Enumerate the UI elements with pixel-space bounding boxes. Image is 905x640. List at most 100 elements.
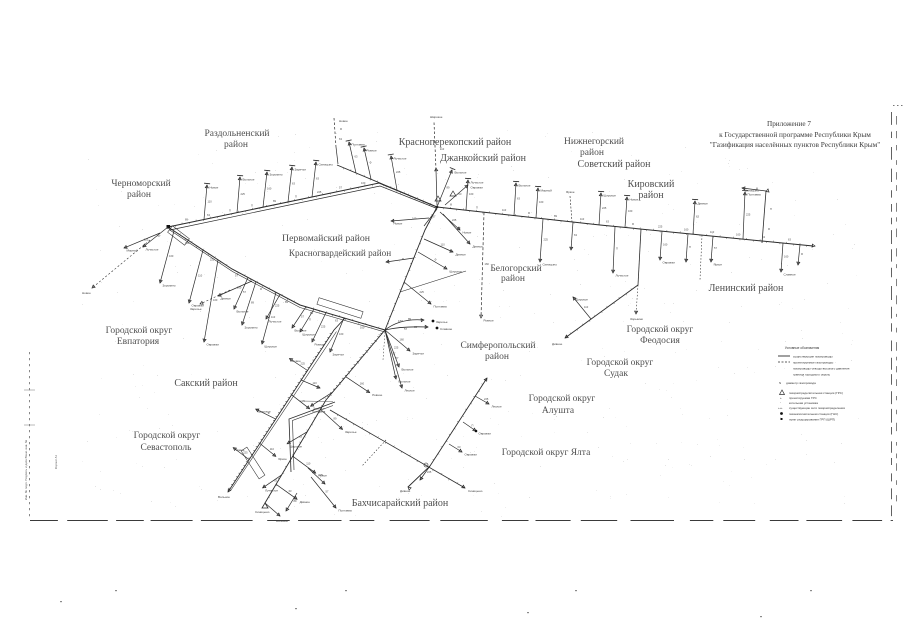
svg-text:110: 110 <box>502 208 507 212</box>
svg-text:Лесное: Лесное <box>492 405 502 409</box>
svg-text:Широкое: Широкое <box>450 270 463 274</box>
svg-text:Первомайский район: Первомайский район <box>282 233 371 244</box>
svg-text:район: район <box>501 273 525 284</box>
svg-text:Ф: Ф <box>450 202 452 206</box>
svg-text:110: 110 <box>313 381 318 385</box>
svg-text:160: 160 <box>412 217 417 221</box>
svg-text:Овражки: Овражки <box>663 261 676 265</box>
svg-text:89: 89 <box>447 186 450 190</box>
svg-text:П: П <box>476 205 478 209</box>
svg-text:проектируемая ГРС: проектируемая ГРС <box>789 396 818 400</box>
svg-text:газопроводы-отводы высокого да: газопроводы-отводы высокого давления <box>793 367 850 371</box>
svg-text:110: 110 <box>144 238 149 242</box>
svg-text:57: 57 <box>339 185 342 189</box>
svg-text:Широкое: Широкое <box>604 194 617 198</box>
svg-text:"Газификация населённых пункто: "Газификация населённых пунктов Республи… <box>710 140 880 149</box>
svg-text:Заречье: Заречье <box>436 320 448 324</box>
svg-text:Лучистое: Лучистое <box>265 488 278 492</box>
svg-text:Ф: Ф <box>435 258 437 262</box>
svg-text:район: район <box>224 139 248 150</box>
svg-text:диаметр газопровода: диаметр газопровода <box>786 381 816 385</box>
svg-text:Заречье: Заречье <box>313 407 325 411</box>
svg-text:Овражки: Овражки <box>471 186 484 190</box>
svg-text:Севастополь: Севастополь <box>140 443 192 453</box>
svg-text:Кировский: Кировский <box>628 179 675 190</box>
svg-text:Ф: Ф <box>260 287 262 291</box>
svg-text:63: 63 <box>762 235 765 239</box>
svg-text:П: П <box>229 208 231 212</box>
svg-text:63: 63 <box>788 238 791 242</box>
svg-text:Заречье: Заречье <box>413 352 425 356</box>
svg-text:160: 160 <box>736 232 741 236</box>
svg-text:граница городского округа: граница городского округа <box>793 373 830 377</box>
svg-text:160: 160 <box>663 243 668 247</box>
svg-text:Зорькино: Зорькино <box>245 326 258 330</box>
svg-text:160: 160 <box>398 319 403 323</box>
svg-text:газонаполнительная станция (ГН: газонаполнительная станция (ГНС) <box>789 412 838 416</box>
svg-text:57: 57 <box>299 435 302 439</box>
svg-text:225: 225 <box>427 470 432 474</box>
svg-text:Заречье: Заречье <box>295 168 307 172</box>
svg-text:Ровное: Ровное <box>484 319 494 323</box>
svg-text:Зорькино: Зорькино <box>630 317 643 321</box>
svg-text:57: 57 <box>396 356 399 360</box>
svg-text:110: 110 <box>270 447 275 451</box>
svg-text:пункт редуцирования ГРП (ШРП): пункт редуцирования ГРП (ШРП) <box>789 418 835 422</box>
svg-text:Дивное: Дивное <box>698 202 709 206</box>
svg-text:Полтавка: Полтавка <box>434 305 447 309</box>
svg-text:Овражки: Овражки <box>192 304 205 308</box>
svg-text:П: П <box>251 204 253 208</box>
svg-text:Полтавка: Полтавка <box>312 409 325 413</box>
svg-text:63: 63 <box>274 478 277 482</box>
svg-text:П: П <box>309 318 311 322</box>
svg-text:Полтавка: Полтавка <box>339 509 352 513</box>
svg-text:160: 160 <box>267 187 272 191</box>
svg-text:существующие сети газораспреде: существующие сети газораспределения <box>789 406 845 410</box>
svg-text:Джанкойский район: Джанкойский район <box>440 153 527 164</box>
svg-text:Феодосия: Феодосия <box>640 336 680 346</box>
svg-text:Новое: Новое <box>463 231 472 235</box>
svg-text:Полтавка: Полтавка <box>748 193 761 197</box>
svg-text:Широкое: Широкое <box>303 333 316 337</box>
svg-text:П: П <box>324 396 326 400</box>
svg-text:Советский район: Советский район <box>578 159 652 170</box>
svg-text:63: 63 <box>339 137 342 141</box>
svg-text:·: · <box>780 400 781 405</box>
svg-text:Вольное: Вольное <box>237 310 249 314</box>
svg-text:225: 225 <box>210 258 215 262</box>
svg-text:57: 57 <box>404 327 408 331</box>
svg-text:Заречье: Заречье <box>333 353 345 357</box>
svg-text:Вольное: Вольное <box>276 519 288 523</box>
svg-text:Ровное: Ровное <box>315 343 325 347</box>
svg-text:Полтавка: Полтавка <box>352 143 365 147</box>
svg-text:57: 57 <box>243 290 246 294</box>
svg-text:225: 225 <box>317 190 322 194</box>
svg-text:район: район <box>127 189 151 200</box>
svg-text:Белогорский: Белогорский <box>490 263 541 274</box>
svg-text:160: 160 <box>339 332 344 336</box>
svg-text:Дивное: Дивное <box>456 253 467 257</box>
svg-text:160: 160 <box>360 326 365 330</box>
svg-text:110: 110 <box>580 217 585 221</box>
svg-text:+++: +++ <box>778 407 783 410</box>
svg-text:57: 57 <box>235 274 238 278</box>
svg-text:89: 89 <box>285 300 288 304</box>
svg-text:Бахчисарайский район: Бахчисарайский район <box>352 498 449 509</box>
svg-text:57: 57 <box>301 314 304 318</box>
svg-text:63: 63 <box>517 196 520 200</box>
svg-text:Городской округ Ялта: Городской округ Ялта <box>502 447 591 458</box>
svg-text:Городской округ: Городской округ <box>134 430 201 441</box>
svg-text:Яркое: Яркое <box>566 190 575 194</box>
svg-text:110: 110 <box>198 274 203 278</box>
svg-text:110: 110 <box>584 305 589 309</box>
svg-text:63: 63 <box>606 220 609 224</box>
svg-text:Зорькино: Зорькино <box>270 173 283 177</box>
svg-text:110: 110 <box>271 315 276 319</box>
svg-text:225: 225 <box>658 225 663 229</box>
svg-text:Красноперекопский район: Красноперекопский район <box>399 137 512 148</box>
svg-text:Красногвардейский район: Красногвардейский район <box>289 248 391 258</box>
svg-text:Овражки: Овражки <box>479 432 492 436</box>
svg-text:63: 63 <box>207 213 210 217</box>
svg-text:Вольное: Вольное <box>218 495 230 499</box>
svg-text:63: 63 <box>292 182 295 186</box>
